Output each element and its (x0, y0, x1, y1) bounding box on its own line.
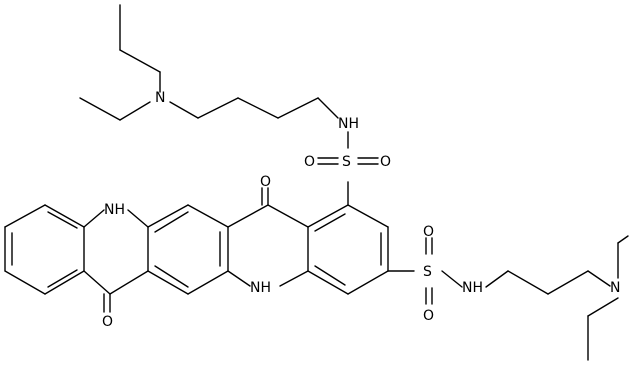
atom-nh-center: NH (250, 280, 271, 296)
atom-amine-top: N (155, 90, 165, 106)
atom-oxygen-top-left: O (304, 154, 315, 170)
atom-labels: N NH S O O O NH NH O S O O NH N (102, 90, 620, 330)
atom-sulfonamide-nh-top: NH (338, 116, 359, 132)
atom-sulfur-top: S (342, 154, 351, 170)
atom-sulfonamide-nh-right: NH (462, 280, 483, 296)
atom-oxygen-right-bottom: O (423, 308, 434, 324)
atom-carbonyl-top: O (260, 174, 271, 190)
bonds (4, 4, 629, 361)
atom-nh-left: NH (104, 202, 125, 218)
atom-oxygen-right-top: O (423, 224, 434, 240)
atom-sulfur-right: S (423, 264, 432, 280)
atom-carbonyl-bottom: O (102, 314, 113, 330)
atom-amine-right: N (610, 280, 620, 296)
atom-oxygen-top-right: O (380, 154, 391, 170)
